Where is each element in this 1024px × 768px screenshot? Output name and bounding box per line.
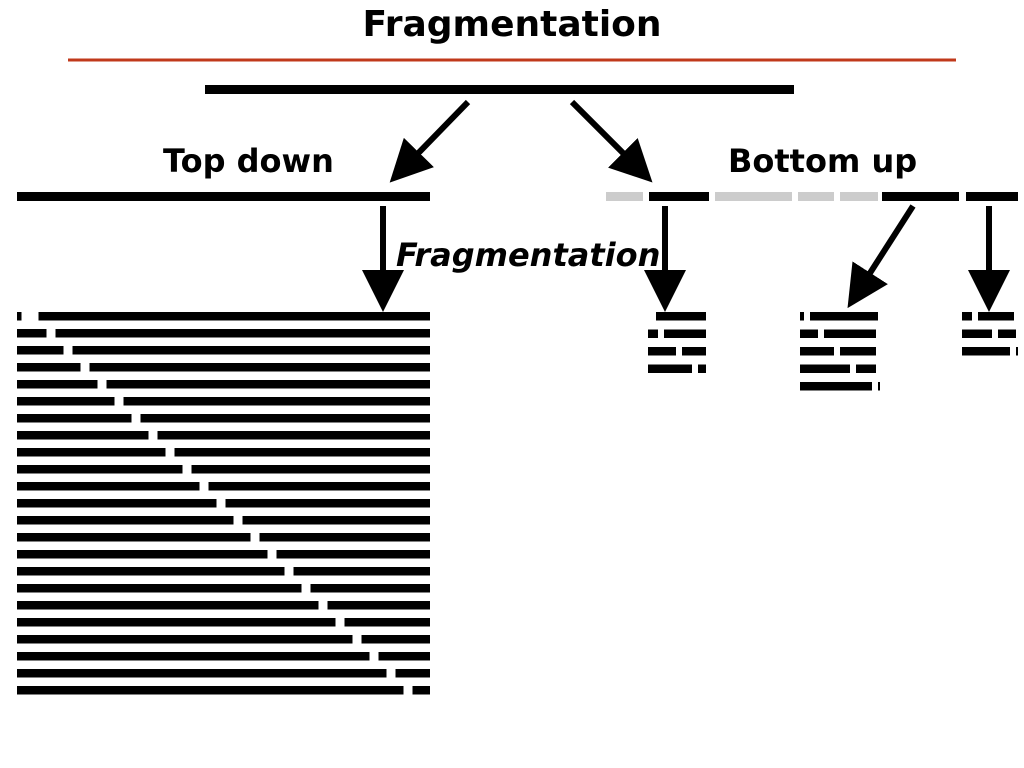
- fragment: [800, 329, 818, 338]
- bottom-up-label: Bottom up: [728, 142, 918, 180]
- fragment: [17, 601, 319, 610]
- fragment: [123, 397, 430, 406]
- fragment: [327, 601, 430, 610]
- fragment: [259, 533, 430, 542]
- fragment: [682, 347, 706, 356]
- fragment: [17, 312, 22, 321]
- sequence-segment: [715, 192, 792, 201]
- source-sequence: [205, 85, 794, 94]
- fragment: [17, 329, 47, 338]
- fragment: [17, 635, 353, 644]
- fragment: [140, 414, 430, 423]
- fragment: [664, 329, 706, 338]
- fragment: [978, 312, 1014, 321]
- fragment: [856, 364, 876, 373]
- sequence-segment: [798, 192, 834, 201]
- fragment: [242, 516, 430, 525]
- fragment: [55, 329, 430, 338]
- fragment: [208, 482, 430, 491]
- fragment: [276, 550, 430, 559]
- fragment: [656, 312, 706, 321]
- fragment: [191, 465, 430, 474]
- top-down-sequence: [17, 192, 430, 201]
- fragment: [17, 414, 132, 423]
- fragment: [17, 482, 200, 491]
- fragment: [878, 382, 880, 391]
- fragment: [89, 363, 430, 372]
- fragment: [17, 363, 81, 372]
- fragment: [225, 499, 430, 508]
- fragment: [395, 669, 430, 678]
- top-down-label: Top down: [163, 142, 334, 180]
- fragment: [412, 686, 430, 695]
- fragment: [72, 346, 430, 355]
- fragment: [1016, 347, 1018, 356]
- sequence-segment: [649, 192, 709, 201]
- fragmentation-label: Fragmentation: [396, 236, 661, 274]
- bottom-up-arrow: [569, 99, 653, 183]
- fragment: [17, 499, 217, 508]
- bottom-up-arrow-2: [847, 204, 916, 309]
- fragment: [998, 329, 1016, 338]
- fragment: [17, 397, 115, 406]
- fragment: [17, 669, 387, 678]
- fragment: [962, 329, 992, 338]
- fragment: [17, 380, 98, 389]
- fragment: [17, 431, 149, 440]
- fragment: [648, 364, 692, 373]
- fragment: [17, 465, 183, 474]
- fragment: [38, 312, 430, 321]
- fragment: [361, 635, 430, 644]
- sequence-segment: [882, 192, 959, 201]
- top-down-fragments: [17, 312, 430, 695]
- fragment: [810, 312, 878, 321]
- fragment: [962, 347, 1010, 356]
- fragment: [17, 618, 336, 627]
- top-down-arrow: [389, 99, 471, 183]
- fragment: [840, 347, 876, 356]
- fragment: [293, 567, 430, 576]
- bottom-up-sequence: [606, 192, 1018, 201]
- fragment: [800, 347, 834, 356]
- fragment: [17, 584, 302, 593]
- sequence-segment: [840, 192, 878, 201]
- sequence-segment: [606, 192, 643, 201]
- fragment: [378, 652, 430, 661]
- fragment: [17, 346, 64, 355]
- fragment: [824, 329, 876, 338]
- fragment: [106, 380, 430, 389]
- fragment: [962, 312, 972, 321]
- fragment: [800, 312, 804, 321]
- fragment: [17, 567, 285, 576]
- fragment: [17, 652, 370, 661]
- fragment: [17, 686, 404, 695]
- fragment: [17, 516, 234, 525]
- fragment: [800, 364, 850, 373]
- fragment: [17, 550, 268, 559]
- fragment: [648, 347, 676, 356]
- fragment: [17, 448, 166, 457]
- fragment: [17, 533, 251, 542]
- fragment: [698, 364, 706, 373]
- fragment: [157, 431, 430, 440]
- bottom-up-fragments: [648, 312, 1018, 391]
- fragment: [800, 382, 872, 391]
- fragment: [174, 448, 430, 457]
- fragment: [648, 329, 658, 338]
- fragment: [344, 618, 430, 627]
- diagram-title: Fragmentation: [362, 4, 662, 45]
- sequence-segment: [966, 192, 1018, 201]
- fragment: [310, 584, 430, 593]
